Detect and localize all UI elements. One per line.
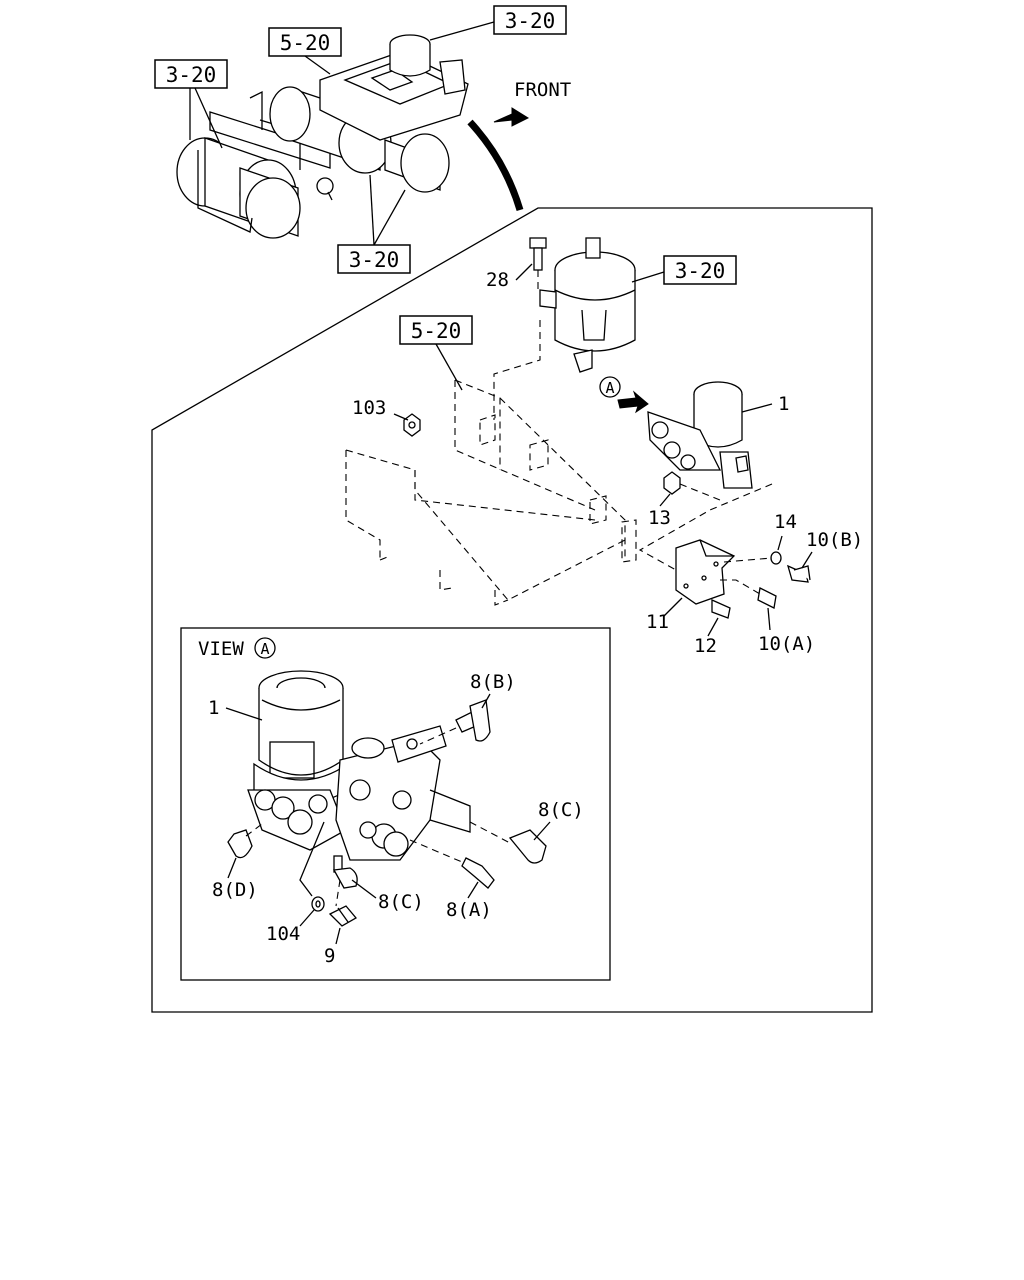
air-dryer-assembly[interactable]: 1 [647,381,789,489]
bolt-12[interactable]: 12 [694,598,731,657]
part-label-11: 11 [646,611,669,633]
detail-link-arrow [467,119,524,212]
view-valve-body[interactable] [247,725,471,861]
view-a-title: VIEW A [198,637,276,660]
view-title-text: VIEW [198,638,244,660]
part-label-14: 14 [774,511,797,533]
ref-box-5-20-mid[interactable]: 5-20 [399,315,473,345]
part-label-1: 1 [778,393,789,415]
washer-14[interactable]: 14 [723,511,797,565]
view-title-marker: A [260,640,269,658]
part-label-8c-mid: 8(C) [378,891,424,913]
ref-box-3-20-bottom[interactable]: 3-20 [337,244,411,274]
ref-label: 5-20 [411,319,462,343]
part-label-9: 9 [324,945,335,967]
part-label-8c-right: 8(C) [538,799,584,821]
part-label-103: 103 [352,397,386,419]
ref-label: 3-20 [349,248,400,272]
front-arrow-icon [493,107,530,127]
bracket-11[interactable]: 11 [638,483,773,633]
fitting-8b[interactable]: 8(B) [419,671,516,745]
fitting-8c-right[interactable]: 8(C) [469,799,584,864]
air-tank-dryer[interactable] [539,237,636,373]
part-label-13: 13 [648,507,671,529]
nut-13[interactable]: 13 [648,471,721,529]
bolt-10b[interactable]: 10(B) [786,529,863,583]
front-label: FRONT [514,79,571,101]
part-label-12: 12 [694,635,717,657]
ref-label: 3-20 [675,259,726,283]
ref-label: 3-20 [166,63,217,87]
fitting-8c-mid[interactable]: 8(C) [332,855,424,913]
part-label-28: 28 [486,269,509,291]
bolt-10a[interactable]: 10(A) [720,579,815,655]
view-a-marker[interactable]: A [599,376,649,414]
bolt-28[interactable]: 28 [486,237,547,291]
overview-assembly [176,34,469,239]
view-marker-letter: A [605,379,614,397]
part-label-1-view: 1 [208,697,219,719]
ref-box-3-20-left[interactable]: 3-20 [154,59,228,89]
nut-103[interactable]: 103 [352,397,421,437]
fitting-8a[interactable]: 8(A) [409,839,495,921]
battery-box-outline [345,379,637,606]
ref-box-3-20-tank[interactable]: 3-20 [663,255,737,285]
ref-box-5-20-top[interactable]: 5-20 [268,27,342,57]
part-label-104: 104 [266,923,300,945]
part-label-8d: 8(D) [212,879,258,901]
ref-box-3-20-top[interactable]: 3-20 [493,5,567,35]
part-label-8b: 8(B) [470,671,516,693]
fitting-8d[interactable]: 8(D) [212,823,263,901]
view-a-inset [180,627,611,981]
washer-104[interactable]: 104 [266,821,325,945]
fitting-9[interactable]: 9 [324,879,357,967]
view-dryer-cartridge[interactable]: 1 [208,670,349,805]
ref-label: 3-20 [505,9,556,33]
front-indicator: FRONT [493,79,571,127]
part-label-10b: 10(B) [806,529,863,551]
ref-label: 5-20 [280,31,331,55]
part-label-10a: 10(A) [758,633,815,655]
detail-frame [151,207,873,1013]
part-label-8a: 8(A) [446,899,492,921]
view-direction-arrow-icon [617,390,649,414]
